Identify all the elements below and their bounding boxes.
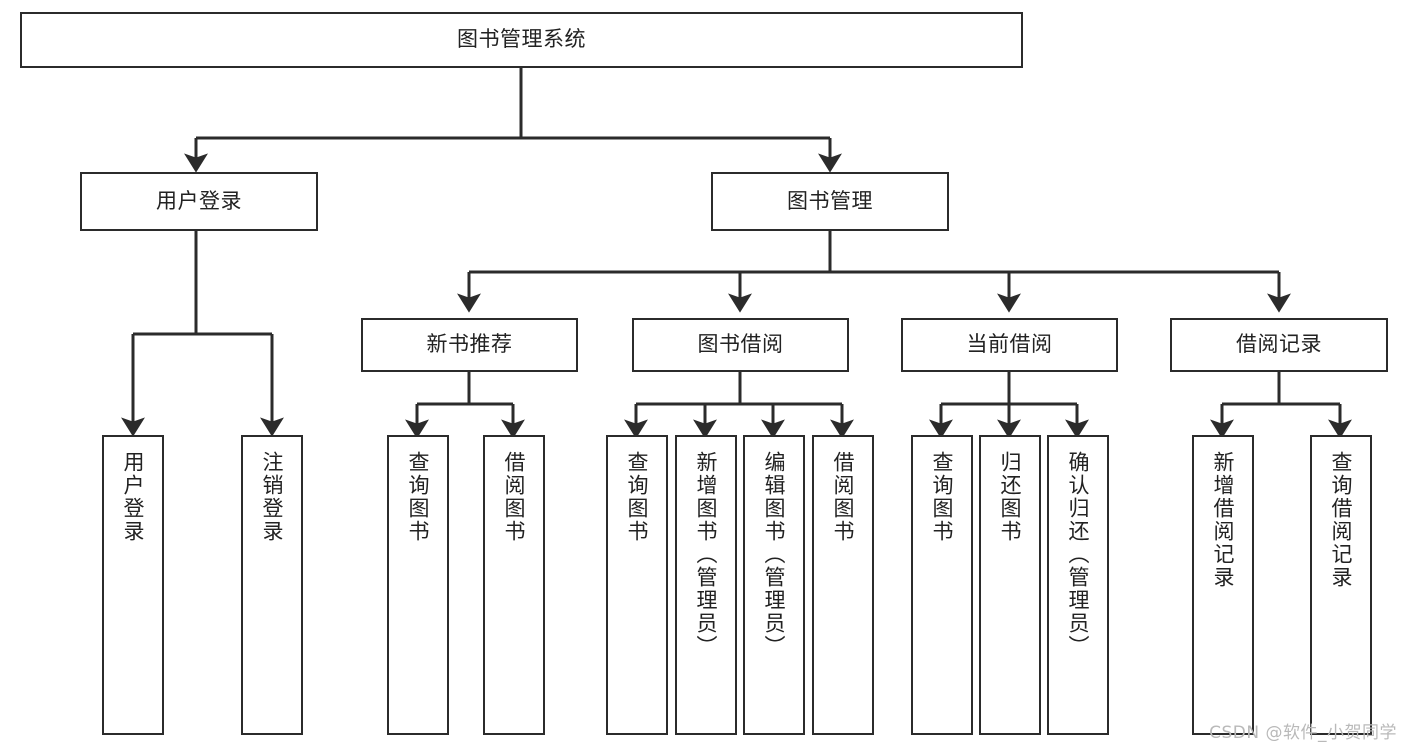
node-leaf-user-login[interactable]: 用户登录 [102, 435, 164, 735]
node-book-borrow[interactable]: 图书借阅 [632, 318, 849, 372]
node-leaf-add-record[interactable]: 新增借阅记录 [1192, 435, 1254, 735]
node-leaf-return-book-label: 归还图书 [998, 451, 1023, 543]
node-leaf-borrow-book-2-label: 借阅图书 [831, 451, 856, 543]
node-leaf-query-book-2-label: 查询图书 [625, 451, 650, 543]
node-book-management-label: 图书管理 [787, 188, 873, 213]
node-borrow-record[interactable]: 借阅记录 [1170, 318, 1388, 372]
node-new-book-recommend[interactable]: 新书推荐 [361, 318, 578, 372]
node-leaf-logout-login[interactable]: 注销登录 [241, 435, 303, 735]
node-leaf-return-book[interactable]: 归还图书 [979, 435, 1041, 735]
node-current-borrow-label: 当前借阅 [966, 332, 1053, 357]
node-leaf-borrow-book-2[interactable]: 借阅图书 [812, 435, 874, 735]
node-leaf-borrow-book-1-label: 借阅图书 [502, 451, 527, 543]
node-leaf-query-book-1[interactable]: 查询图书 [387, 435, 449, 735]
node-leaf-query-book-3-label: 查询图书 [930, 451, 955, 543]
node-book-borrow-label: 图书借阅 [697, 332, 784, 357]
node-leaf-confirm-return[interactable]: 确认归还（管理员） [1047, 435, 1109, 735]
node-leaf-user-login-label: 用户登录 [121, 451, 146, 543]
node-root-label: 图书管理系统 [457, 27, 586, 52]
node-leaf-query-record-label: 查询借阅记录 [1329, 451, 1354, 589]
node-leaf-add-record-label: 新增借阅记录 [1211, 451, 1236, 589]
node-current-borrow[interactable]: 当前借阅 [901, 318, 1118, 372]
node-borrow-record-label: 借阅记录 [1236, 332, 1322, 357]
node-leaf-add-book-label: 新增图书（管理员） [694, 451, 719, 658]
node-leaf-query-book-3[interactable]: 查询图书 [911, 435, 973, 735]
node-new-book-recommend-label: 新书推荐 [426, 332, 513, 357]
node-root[interactable]: 图书管理系统 [20, 12, 1023, 68]
node-leaf-borrow-book-1[interactable]: 借阅图书 [483, 435, 545, 735]
node-leaf-add-book[interactable]: 新增图书（管理员） [675, 435, 737, 735]
node-leaf-query-record[interactable]: 查询借阅记录 [1310, 435, 1372, 735]
node-leaf-confirm-return-label: 确认归还（管理员） [1066, 451, 1091, 658]
node-leaf-edit-book[interactable]: 编辑图书（管理员） [743, 435, 805, 735]
csdn-watermark: CSDN @软件_小贺同学 [1209, 723, 1397, 743]
node-user-login[interactable]: 用户登录 [80, 172, 318, 231]
node-book-management[interactable]: 图书管理 [711, 172, 949, 231]
node-leaf-logout-login-label: 注销登录 [260, 451, 285, 543]
node-leaf-query-book-1-label: 查询图书 [406, 451, 431, 543]
node-leaf-query-book-2[interactable]: 查询图书 [606, 435, 668, 735]
node-leaf-edit-book-label: 编辑图书（管理员） [762, 451, 787, 658]
node-user-login-label: 用户登录 [156, 188, 242, 213]
